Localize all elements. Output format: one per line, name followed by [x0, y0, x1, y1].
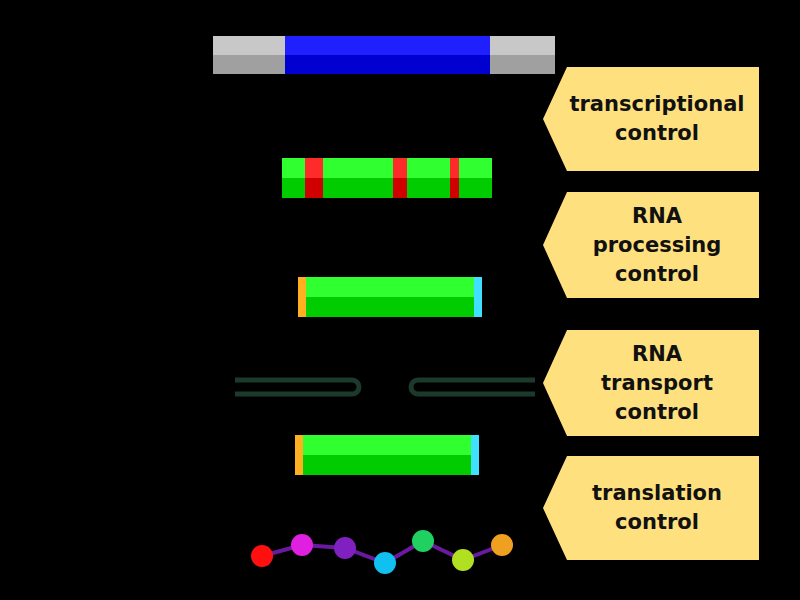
amino-acid [291, 534, 313, 556]
control-label: transcriptional control [562, 90, 752, 148]
control-step-arrow: translation control [543, 456, 759, 560]
control-step-arrow: transcriptional control [543, 67, 759, 171]
exon [303, 435, 471, 455]
exon [282, 158, 492, 178]
five-prime-cap [295, 435, 303, 475]
amino-acid [491, 534, 513, 556]
pentagon-fill [543, 67, 759, 171]
exon [282, 178, 492, 198]
amino-acid [374, 552, 396, 574]
pentagon-fill [543, 192, 759, 298]
flank-region [213, 55, 285, 74]
five-prime-cap [298, 277, 306, 317]
exon [303, 455, 471, 475]
gene-bar [213, 36, 555, 74]
intron [393, 178, 407, 198]
flank-region [213, 36, 285, 55]
amino-acid [412, 530, 434, 552]
coding-region [285, 55, 490, 74]
flank-region [490, 36, 555, 55]
control-label: translation control [562, 479, 752, 537]
pentagon-fill [543, 330, 759, 436]
coding-region [285, 36, 490, 55]
nuclear-membrane [411, 380, 535, 394]
pentagon-fill [543, 456, 759, 560]
intron [305, 158, 323, 178]
intron [393, 158, 407, 178]
nuclear-membrane [235, 380, 359, 394]
intron [450, 158, 459, 178]
control-label: RNA processing control [587, 202, 727, 289]
polypeptide [251, 530, 513, 574]
nuclear-pore [235, 380, 535, 394]
mrna-bar [295, 435, 479, 475]
pentagon-arrow [543, 456, 759, 560]
exon [306, 277, 474, 297]
poly-a-tail [471, 435, 479, 475]
amino-acid [452, 549, 474, 571]
pre-mrna-bar [282, 158, 492, 198]
amino-acid [251, 545, 273, 567]
exon [306, 297, 474, 317]
control-step-arrow: RNA processing control [543, 192, 759, 298]
amino-acid [334, 537, 356, 559]
control-label: RNA transport control [587, 340, 727, 427]
intron [305, 178, 323, 198]
control-step-arrow: RNA transport control [543, 330, 759, 436]
intron [450, 178, 459, 198]
poly-a-tail [474, 277, 482, 317]
flank-region [490, 55, 555, 74]
pentagon-arrow [543, 67, 759, 171]
mrna-bar [298, 277, 482, 317]
